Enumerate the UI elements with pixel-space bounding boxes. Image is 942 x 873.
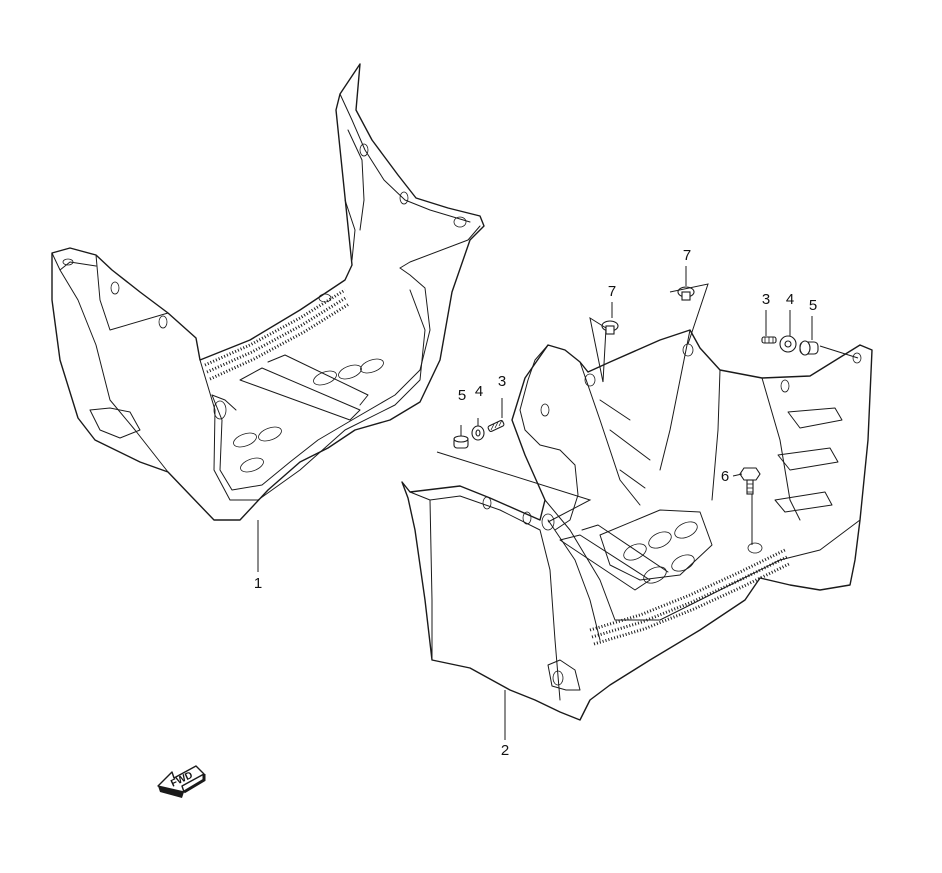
hardware-right-group [761, 335, 819, 356]
callout-5-left: 5 [458, 387, 466, 404]
fwd-arrow-icon: FWD [157, 765, 206, 798]
callout-7-left: 7 [608, 283, 616, 300]
grommet-5-right [799, 340, 819, 356]
screw-3-left [487, 419, 505, 432]
callout-4-right: 4 [786, 291, 794, 308]
washer-4-right [779, 335, 797, 353]
callout-3-right: 3 [762, 291, 770, 308]
callout-7-right: 7 [683, 247, 691, 264]
hardware-left-group [453, 419, 505, 449]
screw-3-right [761, 336, 777, 344]
callout-6: 6 [721, 468, 729, 485]
bolt-6 [739, 467, 761, 495]
callout-4-left: 4 [475, 383, 483, 400]
leader-lines [257, 266, 859, 740]
washer-4-left [471, 425, 485, 441]
callout-3-left: 3 [498, 373, 506, 390]
callout-labels: 1 2 5 4 3 3 4 5 6 7 7 [254, 247, 817, 759]
callout-5-right: 5 [809, 297, 817, 314]
callout-2: 2 [501, 742, 509, 759]
part-1-floor-board-left [51, 63, 485, 521]
callout-1: 1 [254, 575, 262, 592]
grommet-5-left [453, 435, 469, 449]
part-2-floor-board-right [401, 329, 873, 721]
